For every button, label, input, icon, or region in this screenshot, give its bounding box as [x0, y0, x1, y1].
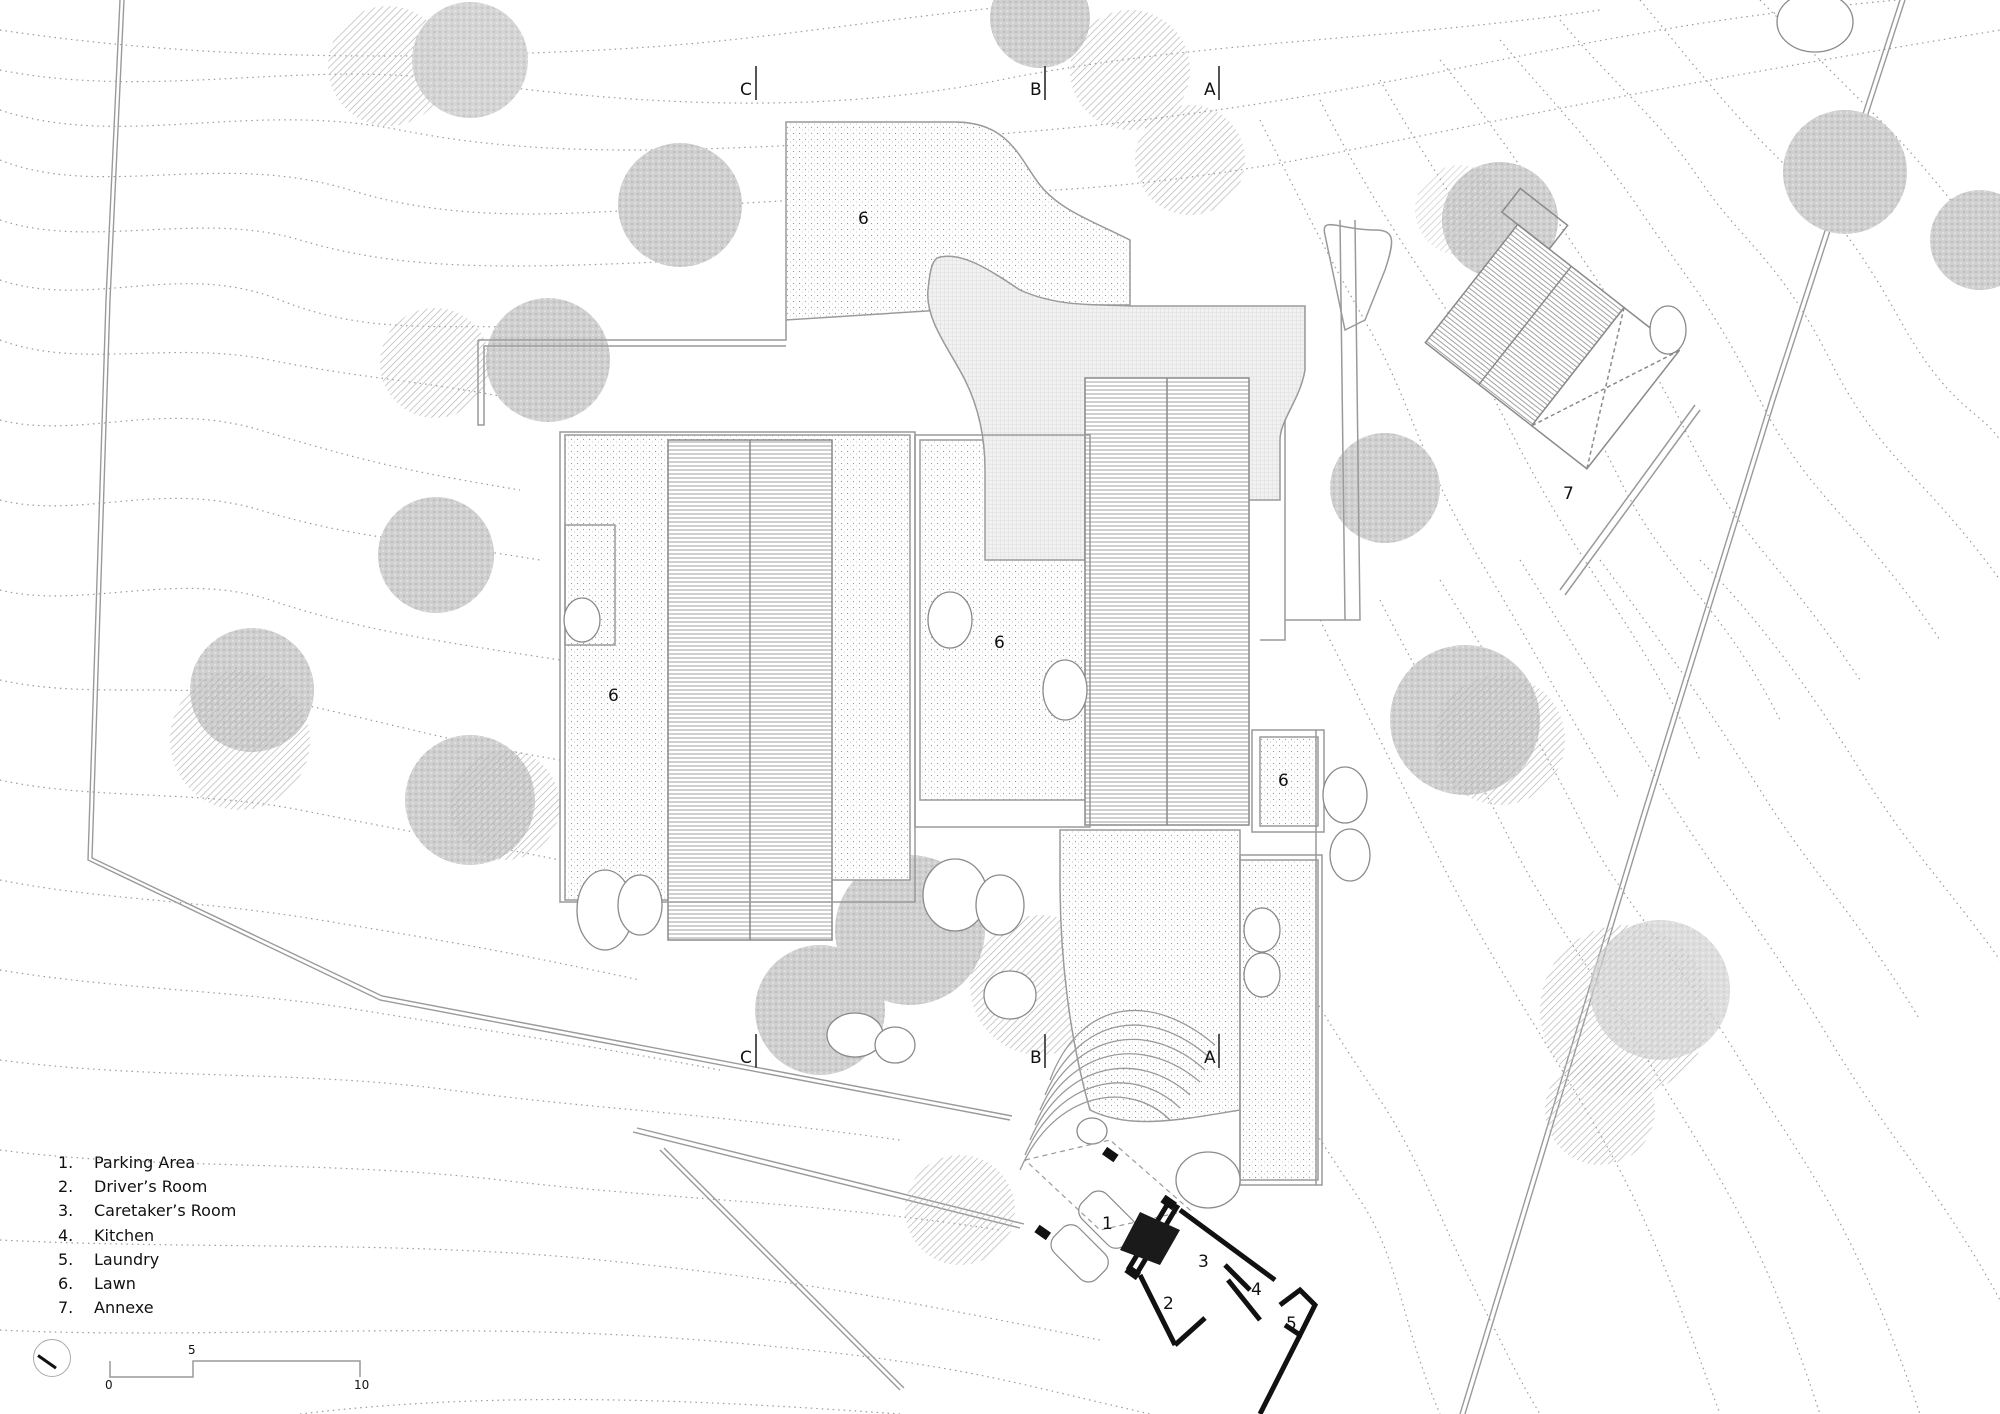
label-lawn-east: 6	[1278, 771, 1289, 791]
legend-item: 7.Annexe	[58, 1298, 154, 1318]
building-outlines	[477, 219, 1393, 1186]
label-kitchen: 4	[1251, 1280, 1262, 1300]
section-marker-b-bottom: B	[1030, 1048, 1042, 1068]
label-lawn-west: 6	[608, 686, 619, 706]
section-marker-c-top: C	[740, 80, 752, 100]
legend-item: 3.Caretaker’s Room	[58, 1201, 237, 1221]
section-cut-marks	[755, 66, 1220, 1068]
boulders	[563, 0, 1854, 1209]
label-parking: 1	[1102, 1214, 1113, 1234]
annexe-building	[1424, 187, 1681, 470]
scale-bar-graphic	[109, 1360, 361, 1378]
legend-item: 1.Parking Area	[58, 1153, 196, 1172]
legend-item: 2.Driver’s Room	[58, 1177, 208, 1197]
amphitheatre-steps	[1019, 1009, 1216, 1171]
label-annexe: 7	[1563, 484, 1574, 504]
section-marker-a-top: A	[1204, 80, 1216, 100]
label-drivers-room: 2	[1163, 1294, 1174, 1314]
service-block	[1023, 1139, 1319, 1414]
annexe-wall	[1559, 404, 1701, 596]
scale-bar: 0 5 10	[105, 1343, 370, 1405]
section-marker-c-bottom: C	[740, 1048, 752, 1068]
legend-item: 4.Kitchen	[58, 1225, 155, 1245]
label-lawn-courtyard: 6	[994, 633, 1005, 653]
legend: 1.Parking Area 2.Driver’s Room 3.Caretak…	[58, 1153, 236, 1322]
scale-tick-10: 10	[354, 1378, 370, 1392]
roof-planes	[667, 377, 1250, 941]
section-marker-b-top: B	[1030, 80, 1042, 100]
north-arrow-icon	[33, 1339, 71, 1377]
label-lawn-north: 6	[858, 209, 869, 229]
scale-tick-0: 0	[105, 1378, 113, 1392]
legend-item: 6.Lawn	[58, 1273, 136, 1293]
section-marker-a-bottom: A	[1204, 1048, 1216, 1068]
legend-item: 5.Laundry	[58, 1249, 160, 1269]
label-laundry: 5	[1286, 1314, 1297, 1334]
label-caretakers-room: 3	[1198, 1252, 1209, 1272]
scale-tick-5: 5	[188, 1343, 196, 1357]
north-needle	[37, 1354, 57, 1370]
